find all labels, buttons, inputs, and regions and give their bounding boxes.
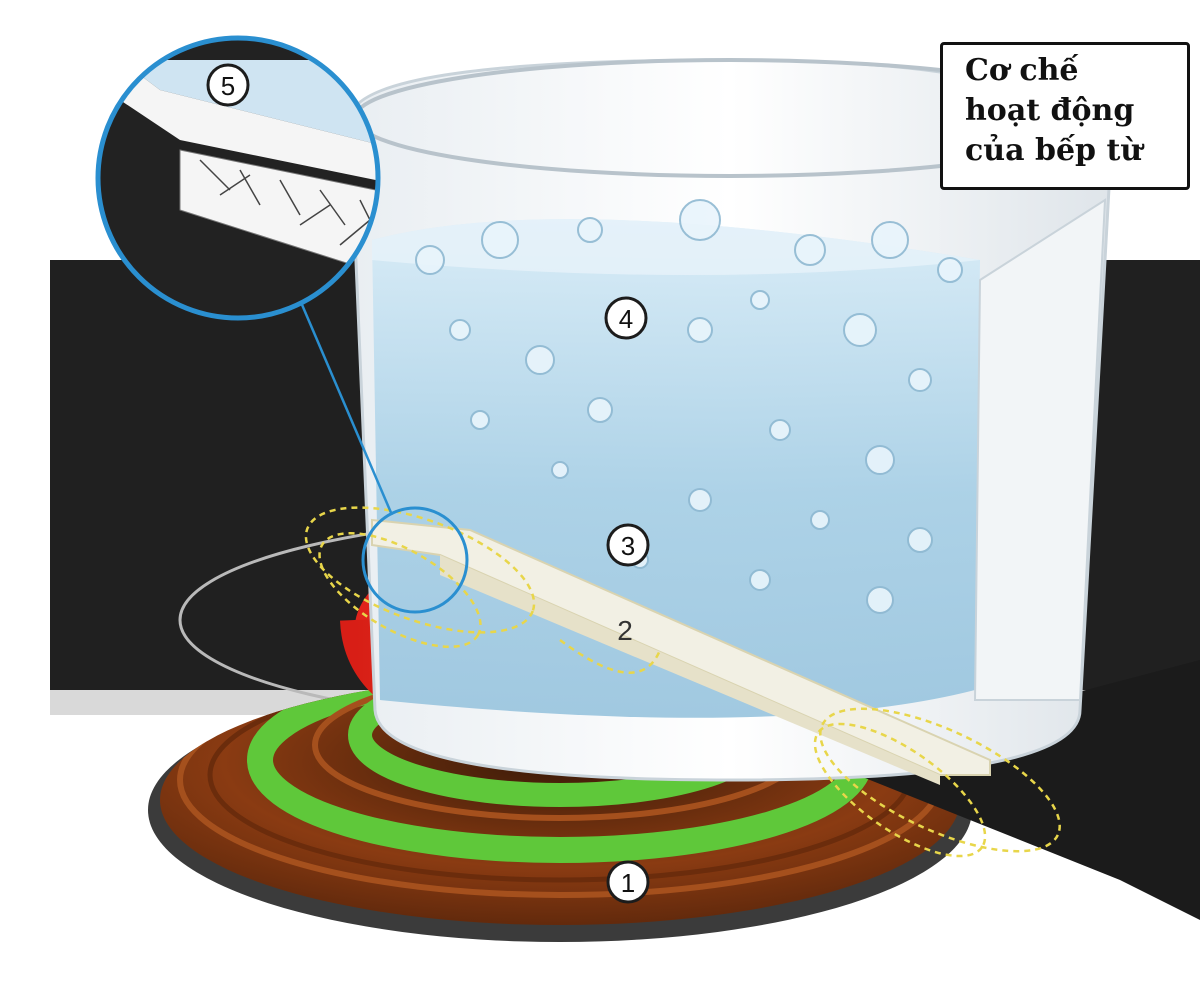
svg-text:1: 1 xyxy=(621,868,635,898)
title-line-1: Cơ chế xyxy=(965,53,1079,88)
zoom-source-circle xyxy=(361,506,469,614)
marker-4: 4 xyxy=(604,296,648,340)
svg-text:3: 3 xyxy=(621,531,635,561)
diagram-title-box: Cơ chế hoạt động của bếp từ xyxy=(940,42,1190,190)
magnetic-field-lines xyxy=(304,506,1061,858)
marker-1: 1 xyxy=(606,860,650,904)
marker-2: 2 xyxy=(617,615,633,646)
svg-text:5: 5 xyxy=(221,71,235,101)
title-line-2: hoạt động xyxy=(965,93,1135,128)
pot-base-layer xyxy=(371,518,991,785)
svg-text:4: 4 xyxy=(619,304,633,334)
title-line-3: của bếp từ xyxy=(965,133,1143,168)
cooktop-edge xyxy=(820,660,1200,920)
svg-text:2: 2 xyxy=(617,615,633,646)
zoom-connector-line xyxy=(298,299,394,516)
marker-3: 3 xyxy=(606,523,650,567)
marker-5: 5 xyxy=(206,63,250,107)
